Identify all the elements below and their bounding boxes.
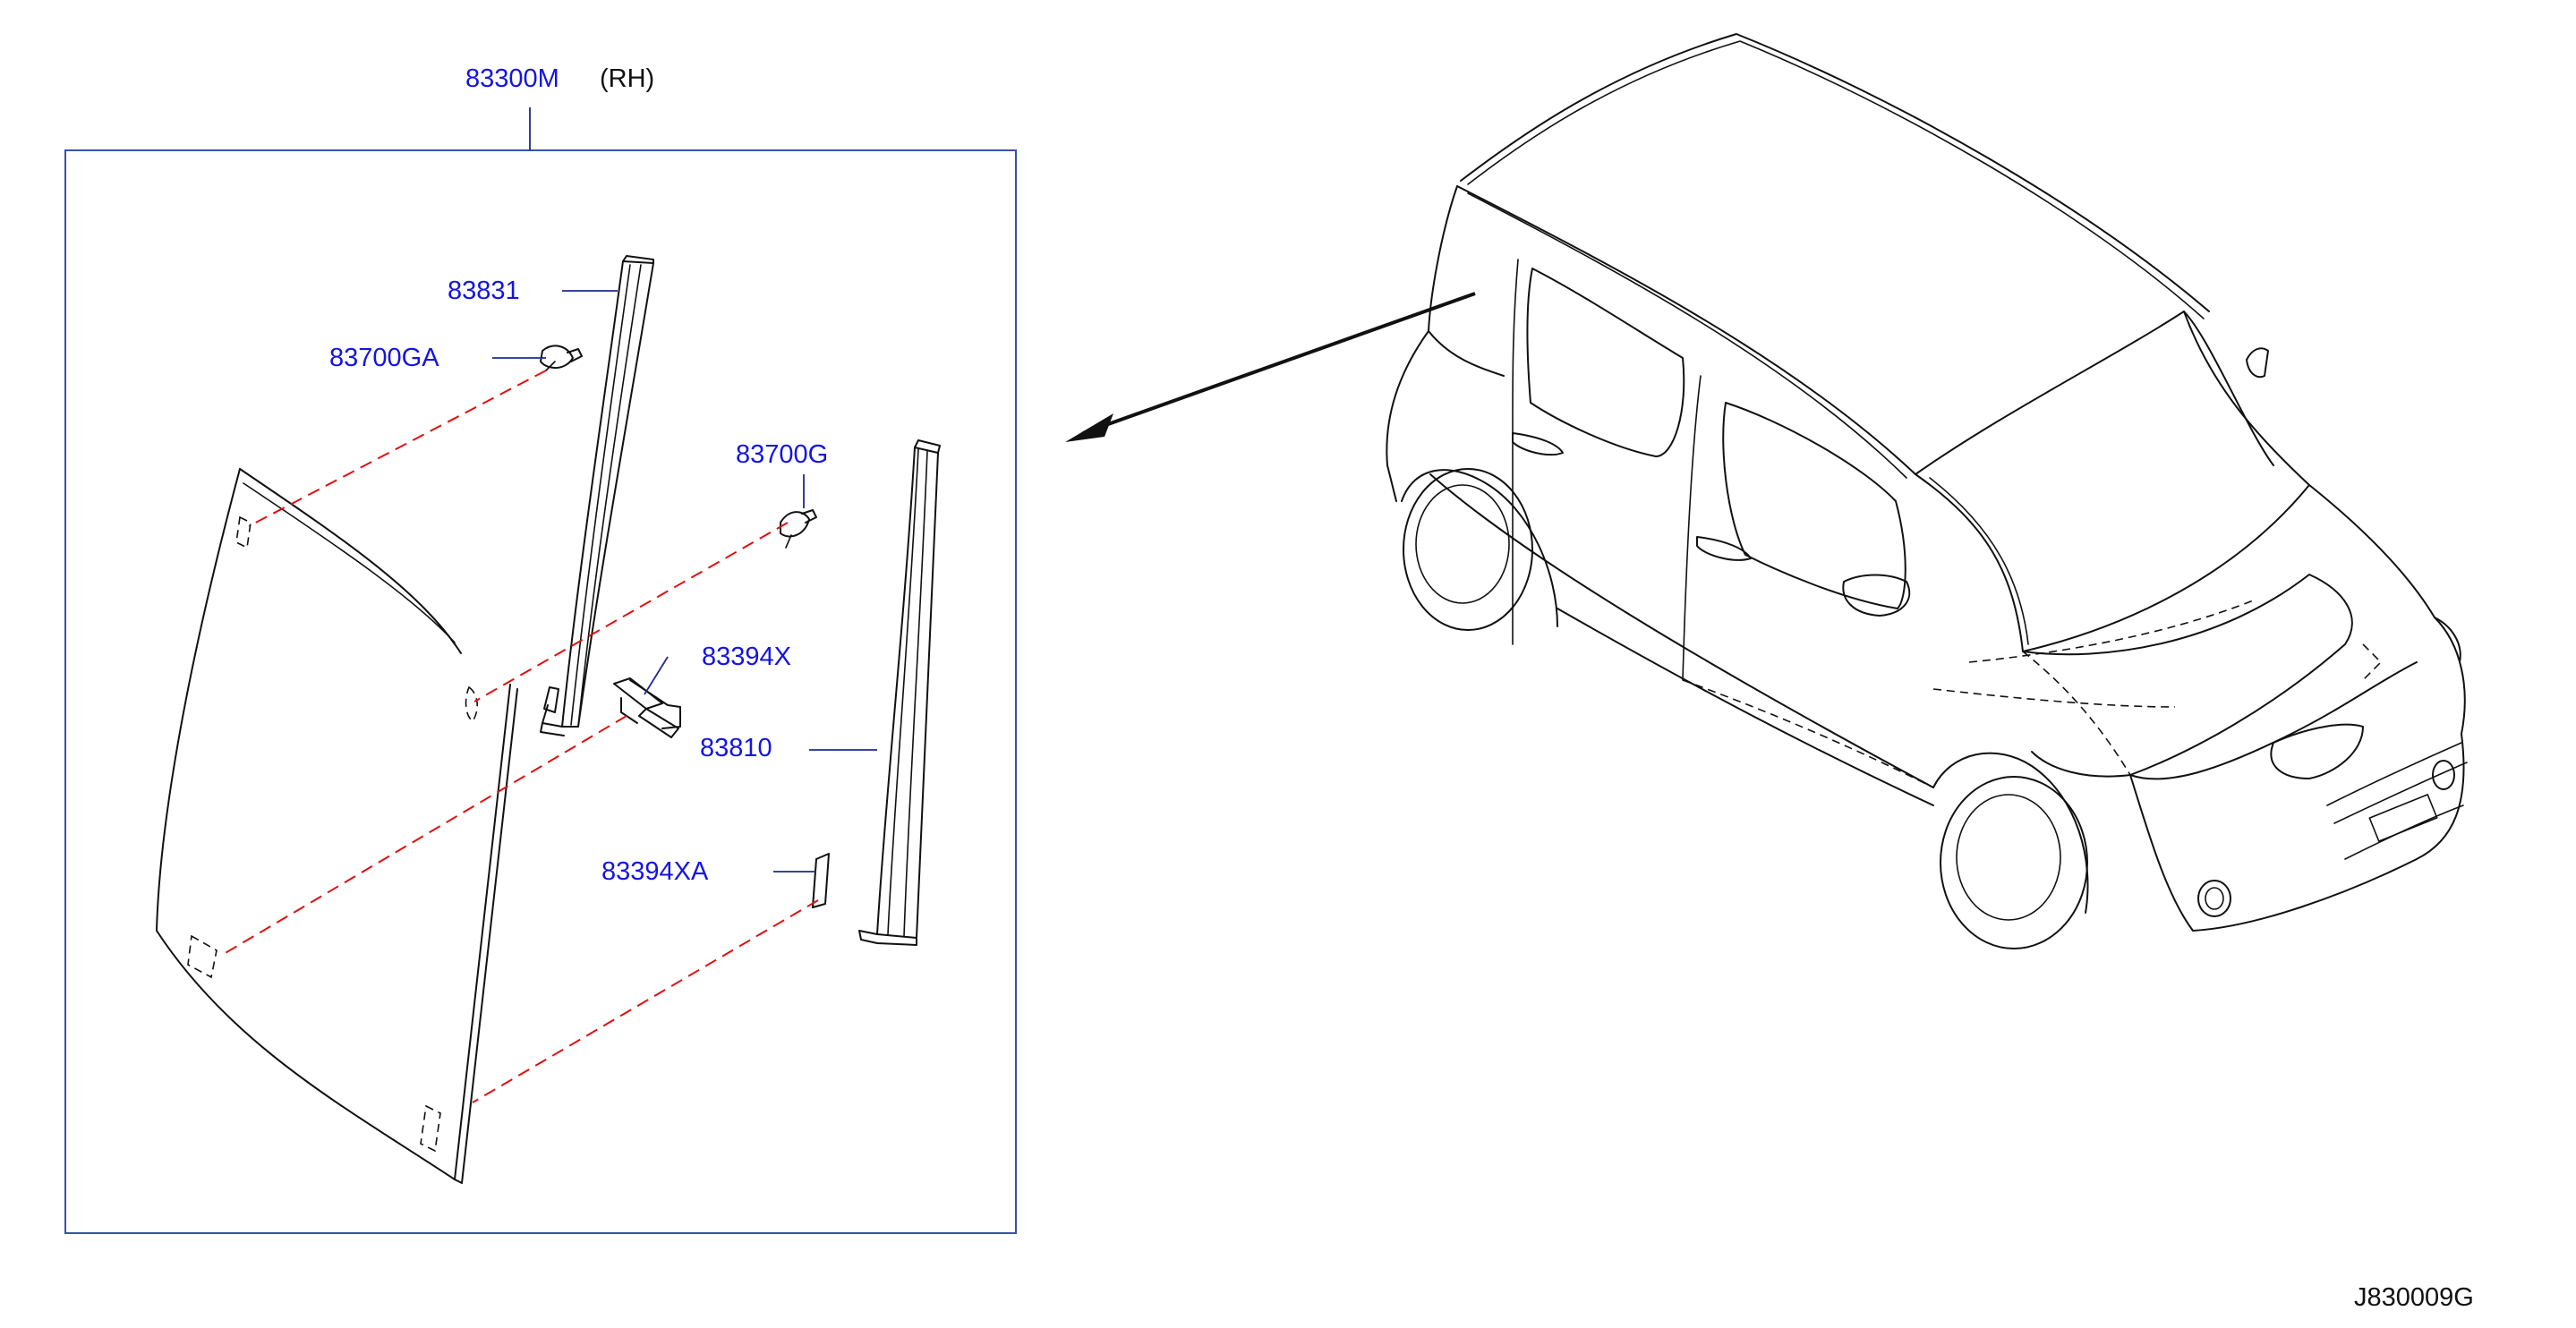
side-label: (RH)	[600, 64, 655, 93]
figure-code: J830009G	[2354, 1283, 2474, 1312]
rear-sash-moulding	[858, 439, 941, 946]
clip-83700g	[780, 509, 817, 549]
front-sash-moulding	[540, 255, 654, 736]
assembly-label-83300m: 83300M	[465, 64, 559, 93]
part-label-83394x: 83394X	[702, 643, 791, 671]
part-label-83700ga: 83700GA	[329, 344, 439, 372]
assembly-guide-lines	[223, 370, 819, 1103]
part-label-83810: 83810	[700, 734, 772, 762]
part-label-83831: 83831	[448, 277, 520, 305]
part-leader-lines	[492, 290, 877, 873]
direction-arrow	[1065, 292, 1476, 442]
tape-83394xa	[812, 853, 830, 908]
clip-83700ga	[540, 345, 583, 371]
assembly-frame	[64, 107, 1017, 1234]
part-label-83700g: 83700G	[736, 440, 829, 469]
vehicle-illustration	[1386, 33, 2468, 949]
tape-83394x	[613, 677, 681, 738]
quarter-glass-panel	[156, 468, 518, 1184]
part-label-83394xa: 83394XA	[601, 857, 709, 886]
